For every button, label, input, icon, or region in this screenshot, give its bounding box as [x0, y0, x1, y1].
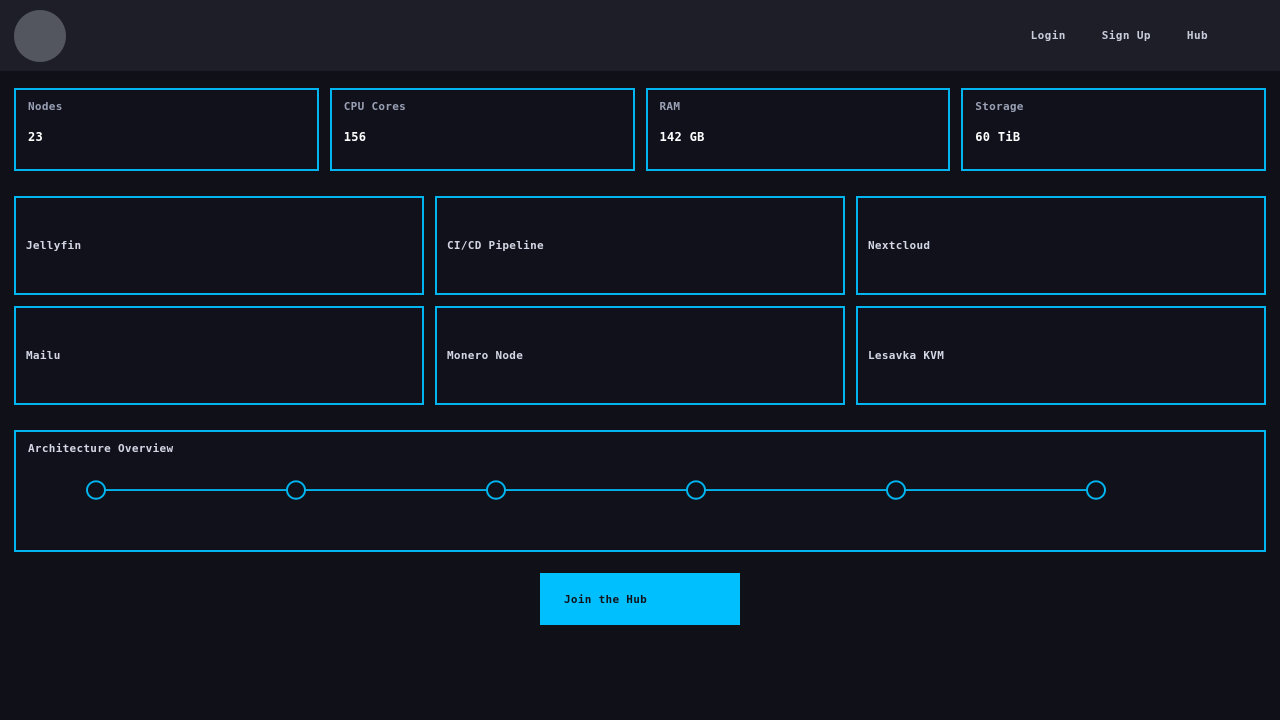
services-row: Mailu Monero Node Lesavka KVM — [14, 306, 1266, 405]
nav-link-hub[interactable]: Hub — [1186, 29, 1208, 42]
architecture-panel: Architecture Overview — [14, 430, 1266, 552]
service-card-mailu[interactable]: Mailu — [14, 306, 424, 405]
service-name: CI/CD Pipeline — [447, 239, 544, 252]
nav-link-login[interactable]: Login — [1030, 29, 1066, 42]
service-card-ci-cd-pipeline[interactable]: CI/CD Pipeline — [435, 196, 845, 295]
stat-label: Storage — [975, 100, 1024, 113]
stat-value: 142 GB — [659, 130, 705, 144]
service-name: Mailu — [26, 349, 61, 362]
service-name: Jellyfin — [26, 239, 82, 252]
service-card-monero-node[interactable]: Monero Node — [435, 306, 845, 405]
stat-value: 60 TiB — [975, 130, 1021, 144]
join-the-hub-label: Join the Hub — [564, 592, 648, 606]
stat-label: RAM — [659, 100, 681, 113]
join-the-hub-button[interactable]: Join the Hub — [540, 573, 740, 625]
service-name: Nextcloud — [868, 239, 931, 252]
service-card-lesavka-kvm[interactable]: Lesavka KVM — [856, 306, 1266, 405]
service-card-jellyfin[interactable]: Jellyfin — [14, 196, 424, 295]
main-nav: Login Sign Up Hub — [1031, 29, 1260, 42]
architecture-node-3[interactable] — [486, 480, 506, 500]
service-card-nextcloud[interactable]: Nextcloud — [856, 196, 1266, 295]
services-row: Jellyfin CI/CD Pipeline Nextcloud — [14, 196, 1266, 295]
avatar[interactable] — [14, 9, 66, 62]
stat-card-storage: Storage 60 TiB — [961, 88, 1266, 171]
stat-card-ram: RAM 142 GB — [645, 88, 951, 171]
stat-card-nodes: Nodes 23 — [14, 88, 319, 171]
nav-link-sign-up[interactable]: Sign Up — [1101, 29, 1151, 42]
architecture-title: Architecture Overview — [28, 442, 174, 455]
stat-value: 156 — [343, 130, 367, 144]
architecture-node-2[interactable] — [286, 480, 306, 500]
architecture-section: Architecture Overview — [0, 405, 1280, 552]
stat-label: Nodes — [28, 100, 63, 113]
architecture-node-6[interactable] — [1086, 480, 1106, 500]
stat-value: 23 — [28, 130, 44, 144]
service-name: Monero Node — [447, 349, 524, 362]
architecture-node-4[interactable] — [686, 480, 706, 500]
service-name: Lesavka KVM — [868, 349, 945, 362]
stat-label: CPU Cores — [343, 100, 407, 113]
cta-section: Join the Hub — [0, 552, 1280, 625]
stats-row: Nodes 23 CPU Cores 156 RAM 142 GB Storag… — [0, 71, 1280, 171]
architecture-node-5[interactable] — [886, 480, 906, 500]
architecture-node-1[interactable] — [86, 480, 106, 500]
stat-card-cpu-cores: CPU Cores 156 — [329, 88, 635, 171]
top-header: Login Sign Up Hub — [0, 0, 1280, 71]
services-grid: Jellyfin CI/CD Pipeline Nextcloud Mailu … — [0, 171, 1280, 405]
